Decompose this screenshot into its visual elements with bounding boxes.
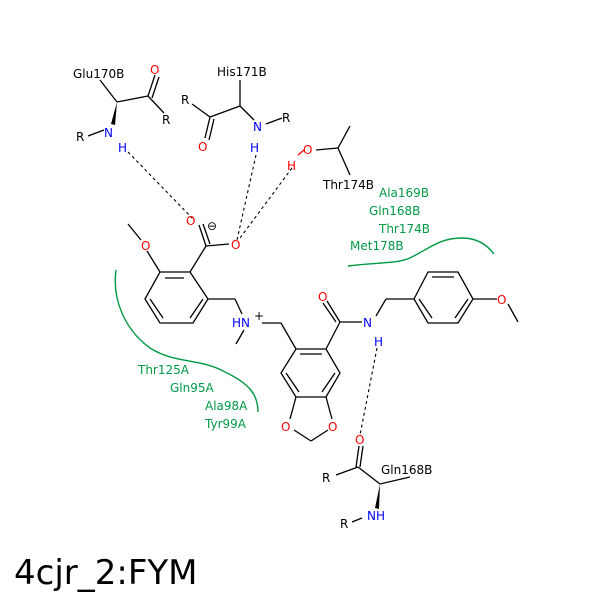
hbond-glu170b bbox=[127, 151, 193, 219]
atom-n-glu170b: N bbox=[104, 126, 113, 140]
glu170b-wedge bbox=[111, 102, 117, 125]
atom-o-gln168b: O bbox=[355, 433, 364, 447]
atom-r-glu170b-c: R bbox=[162, 113, 170, 127]
hbond-gln168b bbox=[359, 347, 378, 436]
hbond-his171b bbox=[236, 154, 257, 241]
atom-o-thr174b: O bbox=[303, 143, 312, 157]
residue-label-his171b: His171B bbox=[217, 65, 267, 79]
atom-h-his171b: H bbox=[250, 141, 259, 155]
atom-hn-plus: HN bbox=[232, 316, 250, 330]
atom-r-gln168b-c: R bbox=[322, 471, 330, 485]
thr174b-oh-bond bbox=[297, 149, 305, 156]
ligand-benzoate bbox=[127, 223, 243, 324]
atom-h-thr174b: H bbox=[287, 159, 296, 173]
atom-o-methoxybenzyl: O bbox=[497, 293, 506, 307]
atom-nh-gln168b: NH bbox=[367, 509, 385, 523]
hydrophobic-label-ala98a: Ala98A bbox=[205, 399, 248, 413]
his171b-fragment bbox=[191, 80, 283, 141]
hydrophobic-arc-b bbox=[347, 237, 495, 267]
atom-r-his171b-n: R bbox=[282, 111, 290, 125]
atom-o-dioxole-2: O bbox=[328, 420, 337, 434]
ligand-benzodioxole bbox=[280, 298, 414, 442]
hydrophobic-label-thr174b: Thr174B bbox=[378, 222, 430, 236]
atom-r-gln168b-n: R bbox=[340, 517, 348, 531]
atom-o-carboxylate-1: O bbox=[186, 214, 195, 228]
atom-o-his171b: O bbox=[198, 140, 207, 154]
atom-r-glu170b-n: R bbox=[76, 130, 84, 144]
glu170b-fragment bbox=[87, 74, 165, 137]
hydrogen-bonds bbox=[127, 151, 378, 436]
atom-o-amide: O bbox=[318, 290, 327, 304]
atom-o-dioxole-1: O bbox=[281, 420, 290, 434]
hydrophobic-arc-a bbox=[114, 269, 259, 413]
thr174b-fragment bbox=[315, 125, 351, 176]
residue-label-thr174b: Thr174B bbox=[322, 178, 374, 192]
gln168b-fragment bbox=[335, 445, 411, 523]
residue-label-glu170b: Glu170B bbox=[73, 67, 124, 81]
atom-h-glu170b: H bbox=[118, 141, 127, 155]
gln168b-wedge bbox=[375, 484, 380, 509]
atom-n-his171b: N bbox=[253, 120, 262, 134]
atom-n-amide: N bbox=[363, 316, 372, 330]
residue-label-gln168b: Gln168B bbox=[381, 463, 432, 477]
hbond-thr174b bbox=[239, 167, 293, 239]
charge-plus-ammonium: + bbox=[254, 309, 264, 323]
hydrophobic-label-gln95a: Gln95A bbox=[170, 381, 215, 395]
charge-minus-carboxylate: ⊖ bbox=[207, 219, 217, 233]
atom-o-carboxylate-2: O bbox=[231, 238, 240, 252]
hydrophobic-label-ala169b: Ala169B bbox=[379, 186, 429, 200]
diagram-title: 4cjr_2:FYM bbox=[14, 553, 198, 593]
hydrophobic-label-gln168b: Gln168B bbox=[369, 204, 420, 218]
ligand-methoxybenzyl bbox=[413, 271, 519, 324]
ammonium-bonds bbox=[235, 322, 297, 350]
hydrophobic-label-tyr99a: Tyr99A bbox=[204, 417, 247, 431]
atom-o-methoxy: O bbox=[141, 239, 150, 253]
atom-r-his171b-c: R bbox=[181, 93, 189, 107]
atom-o-glu170b: O bbox=[150, 63, 159, 77]
hydrophobic-label-met178b: Met178B bbox=[350, 239, 404, 253]
hydrophobic-label-thr125a: Thr125A bbox=[137, 363, 190, 377]
atom-h-amide: H bbox=[374, 335, 383, 349]
